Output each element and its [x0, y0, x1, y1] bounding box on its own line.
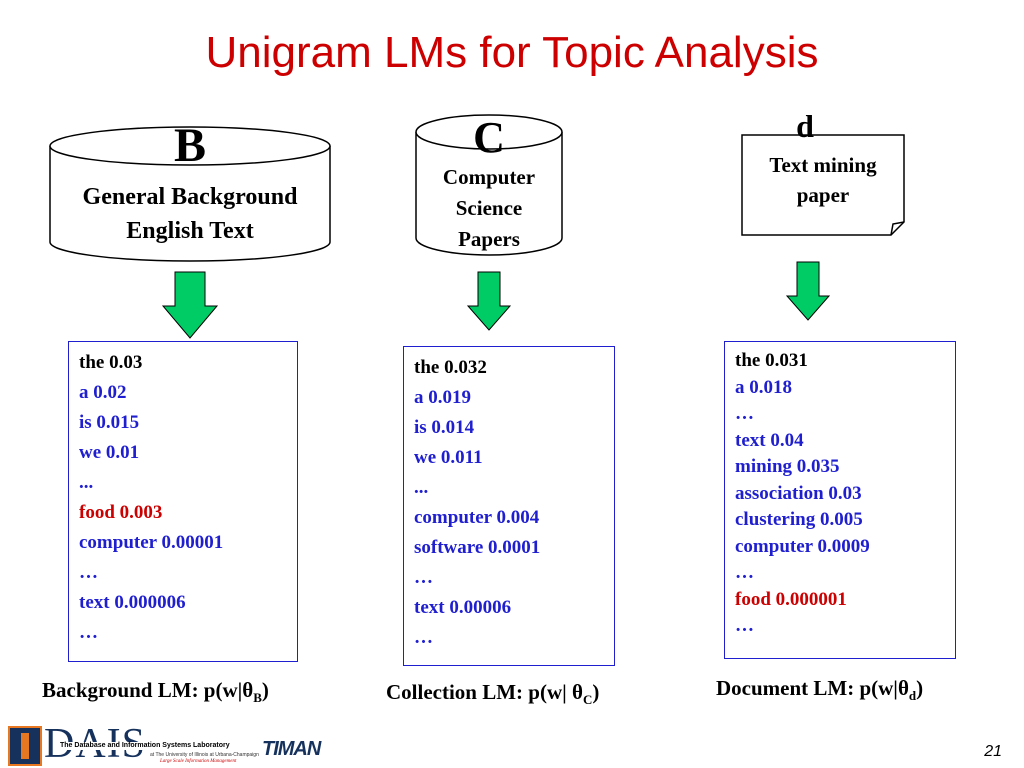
word-probability-entry: we 0.01	[79, 442, 140, 463]
collection-letter: C	[473, 113, 505, 162]
word-probability-entry: a 0.02	[79, 382, 127, 403]
word-probability-entry: software 0.0001	[414, 537, 541, 558]
document-source-label: Text mining paper	[742, 150, 904, 210]
collection-line3: Papers	[458, 227, 520, 251]
collection-line1: Computer	[442, 165, 536, 189]
word-probability-entry: a 0.018	[735, 376, 792, 398]
word-probability-entry: …	[735, 403, 754, 424]
slide-title: Unigram LMs for Topic Analysis	[205, 28, 819, 77]
collection-line2: Science	[455, 196, 523, 220]
arrow-down-collection	[466, 271, 512, 331]
background-cylinder	[49, 126, 331, 262]
word-probability-entry: text 0.04	[735, 429, 804, 451]
word-probability-entry: computer 0.00001	[79, 532, 224, 553]
document-lm-box: the 0.031 a 0.018 … text 0.04 mining 0.035 as…	[724, 341, 956, 659]
collection-caption-sub: C	[583, 692, 593, 708]
document-line1: Text mining	[769, 153, 877, 177]
document-caption-prefix: Document LM: p(w|	[716, 676, 898, 700]
word-probability-entry: computer 0.004	[414, 507, 540, 528]
background-line2: English Text	[126, 218, 254, 244]
theta-symbol: θ	[897, 676, 909, 700]
arrow-down-background	[161, 271, 219, 339]
background-lm-box: the 0.03 a 0.02 is 0.015 we 0.01... food 0.0…	[68, 341, 298, 662]
word-probability-entry: …	[735, 562, 754, 583]
word-probability-entry: …	[414, 627, 433, 648]
collection-source-label: Computer Science Papers	[416, 162, 562, 255]
word-probability-entry: food 0.000001	[735, 588, 847, 610]
document-shape	[741, 134, 905, 236]
document-letter: d	[796, 108, 814, 144]
word-probability-entry: …	[79, 562, 98, 583]
word-probability-entry: ...	[414, 477, 429, 498]
word-probability-entry: text 0.00006	[414, 597, 512, 618]
arrow-down-document	[785, 261, 831, 321]
theta-symbol: θ	[572, 680, 583, 704]
timan-logo: TIMAN	[262, 738, 321, 760]
word-probability-entry: text 0.000006	[79, 592, 186, 613]
background-caption-sub: B	[253, 690, 262, 706]
document-caption-suffix: )	[916, 676, 924, 700]
word-probability-entry: …	[735, 615, 754, 636]
illinois-logo-icon	[8, 726, 42, 766]
word-probability-entry: a 0.019	[414, 387, 471, 408]
lab-name: The Database and Information Systems Lab…	[58, 742, 232, 750]
document-caption-sub: d	[908, 688, 917, 704]
collection-caption-suffix: )	[592, 680, 600, 704]
word-probability-entry: clustering 0.005	[735, 509, 863, 530]
lab-tagline: Large Scale Information Management	[160, 759, 237, 764]
word-probability-entry: …	[79, 622, 98, 643]
word-probability-entry: ...	[79, 472, 94, 493]
word-probability-entry: association 0.03	[735, 482, 862, 504]
background-letter: B	[173, 119, 206, 172]
word-probability-entry: the 0.03	[79, 352, 143, 373]
lab-sub: at The University of Illinois at Urbana-…	[150, 752, 259, 758]
word-probability-entry: …	[414, 567, 433, 588]
word-probability-entry: is 0.014	[414, 417, 475, 438]
word-probability-entry: is 0.015	[79, 412, 140, 433]
collection-lm-box: the 0.032 a 0.019 is 0.014 we 0.011... compu…	[403, 346, 615, 666]
word-probability-entry: computer 0.0009	[735, 535, 870, 557]
background-source-label: General Background English Text	[50, 180, 330, 248]
word-probability-entry: we 0.011	[414, 447, 483, 468]
document-line2: paper	[796, 183, 850, 207]
page-number: 21	[984, 743, 1002, 760]
document-lm-caption: Document LM: p(w|θd)	[716, 676, 923, 704]
background-lm-caption: Background LM: p(w|θB)	[42, 678, 269, 706]
word-probability-entry: the 0.031	[735, 350, 808, 371]
word-probability-entry: mining 0.035	[735, 456, 840, 477]
background-caption-suffix: )	[261, 678, 269, 702]
background-caption-prefix: Background LM: p(w|	[42, 678, 243, 702]
theta-symbol: θ	[242, 678, 254, 702]
word-probability-entry: food 0.003	[79, 502, 163, 523]
collection-cylinder	[415, 114, 563, 256]
collection-caption-prefix: Collection LM: p(w|	[386, 680, 573, 704]
word-probability-entry: the 0.032	[414, 357, 487, 378]
collection-lm-caption: Collection LM: p(w| θC)	[386, 680, 599, 708]
background-line1: General Background	[82, 184, 298, 210]
